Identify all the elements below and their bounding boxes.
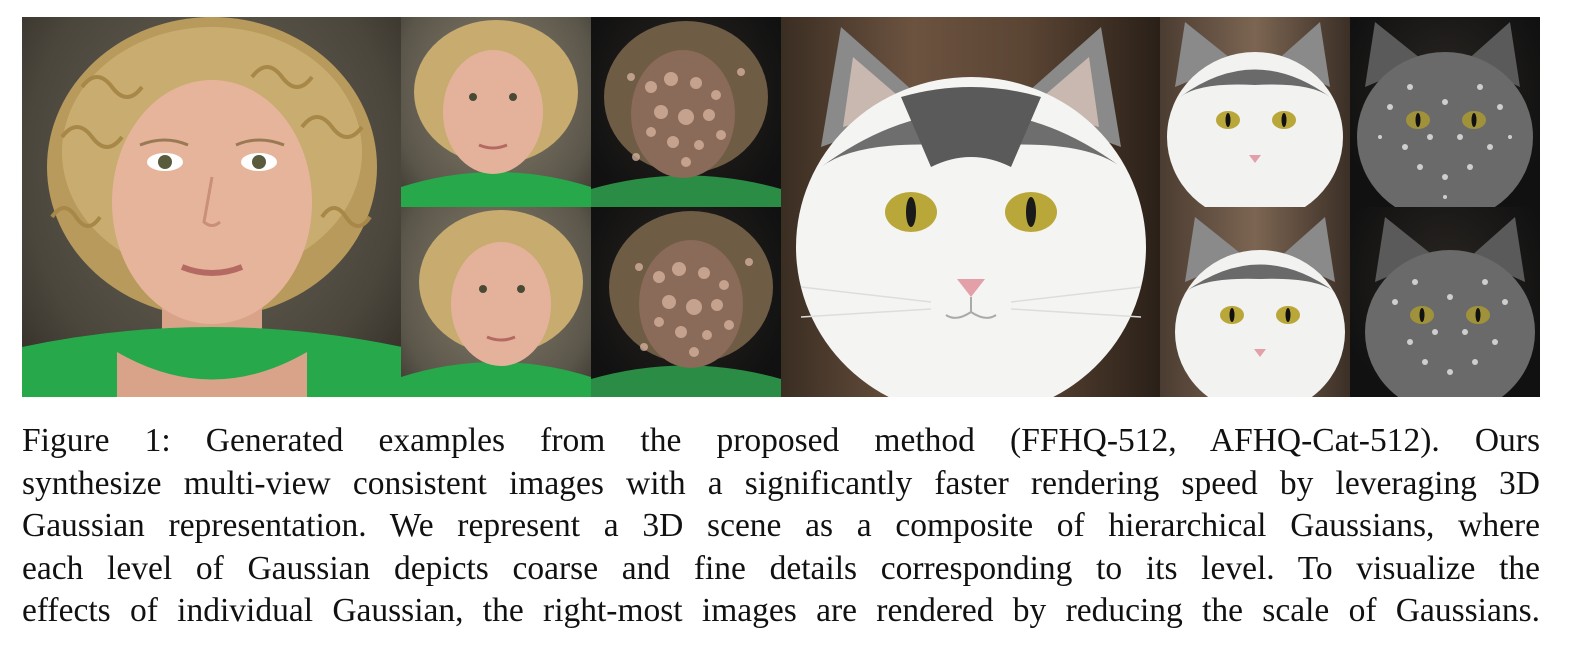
face-gaussian-top-image (591, 17, 781, 207)
woman-gaussian-splat-icon (591, 21, 781, 207)
cat-gaussian-bottom-image (1350, 207, 1540, 397)
cat-portrait-icon (796, 27, 1146, 397)
cat-large-image (781, 17, 1160, 397)
cat-view-top-image (1160, 17, 1350, 207)
cat-portrait-icon (1167, 22, 1343, 207)
figure-image-strip (22, 17, 1540, 397)
cat-gaussian-column (1350, 17, 1540, 397)
cat-view-bottom-image (1160, 207, 1350, 397)
face-view-top-image (401, 17, 591, 207)
face-gaussian-bottom-image (591, 207, 781, 397)
face-view-bottom-image (401, 207, 591, 397)
caption-line: effects of individual Gaussian, the righ… (22, 592, 1540, 629)
woman-portrait-icon (22, 17, 401, 397)
cat-gaussian-splat-icon (1357, 22, 1533, 207)
figure-caption: Figure 1: Generated examples from the pr… (22, 420, 1540, 633)
woman-portrait-icon (401, 210, 591, 397)
caption-line: Gaussian representation. We represent a … (22, 507, 1540, 544)
face-gaussian-column (591, 17, 781, 397)
caption-line: synthesize multi-view consistent images … (22, 464, 1540, 502)
woman-portrait-icon (401, 20, 591, 207)
cat-gaussian-splat-icon (1365, 217, 1535, 397)
face-large-image (22, 17, 401, 397)
woman-gaussian-splat-icon (591, 211, 781, 397)
cat-views-column (1160, 17, 1350, 397)
cat-portrait-icon (1175, 217, 1345, 397)
cat-gaussian-top-image (1350, 17, 1540, 207)
caption-line: each level of Gaussian depicts coarse an… (22, 549, 1540, 587)
caption-line: Figure 1: Generated examples from the pr… (22, 422, 1540, 459)
face-views-column (401, 17, 591, 397)
